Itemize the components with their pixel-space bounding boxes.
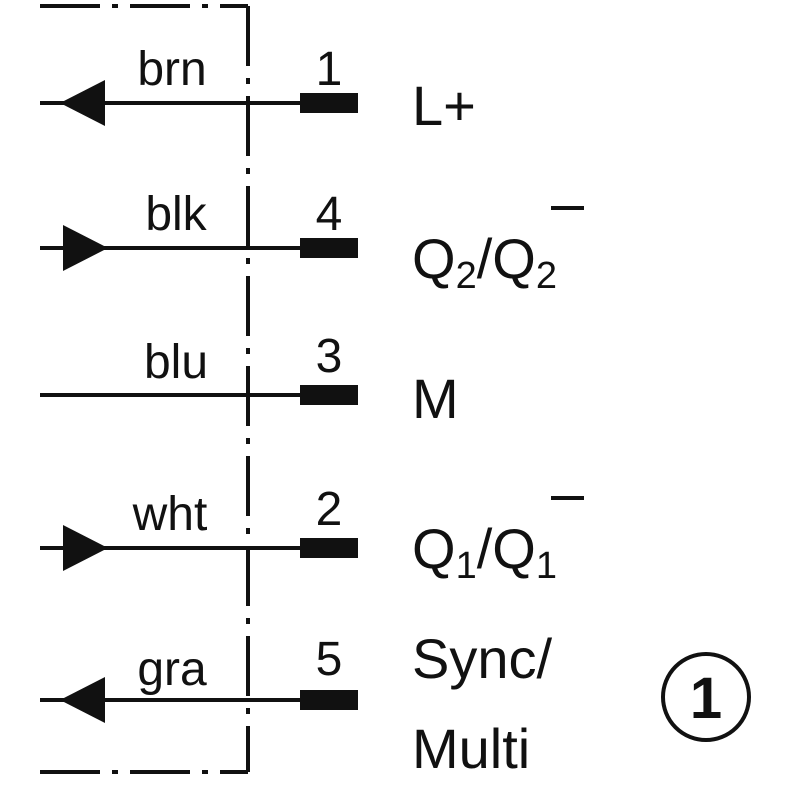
signal-name: M [412, 367, 459, 430]
signal-name: Q2/Q2 [412, 227, 557, 297]
wire-color-label: gra [137, 643, 207, 696]
pin-terminal [300, 538, 358, 558]
wire-row-3: blu 3 M [40, 330, 459, 430]
pin-terminal [300, 93, 358, 113]
wire-row-1: brn 1 L+ [40, 43, 476, 137]
signal-subscript: 2 [456, 255, 477, 297]
wire-color-label: brn [137, 43, 206, 96]
arrow-in-icon [63, 225, 108, 271]
signal-name: Sync/ [412, 627, 552, 690]
wire-color-label: wht [132, 488, 208, 541]
footnote-circle [661, 652, 751, 742]
signal-name-continued: Multi [412, 717, 530, 780]
pin-number: 2 [316, 483, 343, 536]
pin-number: 1 [316, 43, 343, 96]
signal-separator: / [477, 517, 493, 580]
signal-subscript: 1 [456, 545, 477, 587]
wire-row-4: blk 4 Q2/Q2 [40, 188, 584, 297]
pin-terminal [300, 690, 358, 710]
wire-row-5: gra 5 Sync/ Multi [40, 627, 552, 780]
wire-color-label: blk [145, 188, 207, 241]
housing-boundary [40, 4, 250, 774]
footnote-number: 1 [690, 666, 722, 731]
arrow-out-icon [60, 80, 105, 126]
signal-inverted: Q [492, 227, 536, 290]
pin-terminal [300, 238, 358, 258]
signal-inverted-subscript: 2 [536, 255, 557, 297]
pin-number: 3 [316, 330, 343, 383]
arrow-out-icon [60, 677, 105, 723]
signal-inverted: Q [492, 517, 536, 580]
signal-separator: / [477, 227, 493, 290]
signal-name: L+ [412, 74, 476, 137]
signal-main: Q [412, 517, 456, 580]
signal-name: Q1/Q1 [412, 517, 557, 587]
signal-inverted-subscript: 1 [536, 545, 557, 587]
footnote-marker: 1 [661, 652, 751, 742]
pin-number: 5 [316, 633, 343, 686]
signal-main: Q [412, 227, 456, 290]
wire-color-label: blu [144, 336, 208, 389]
pin-terminal [300, 385, 358, 405]
wire-row-2: wht 2 Q1/Q1 [40, 483, 584, 587]
arrow-in-icon [63, 525, 108, 571]
pin-number: 4 [316, 188, 343, 241]
